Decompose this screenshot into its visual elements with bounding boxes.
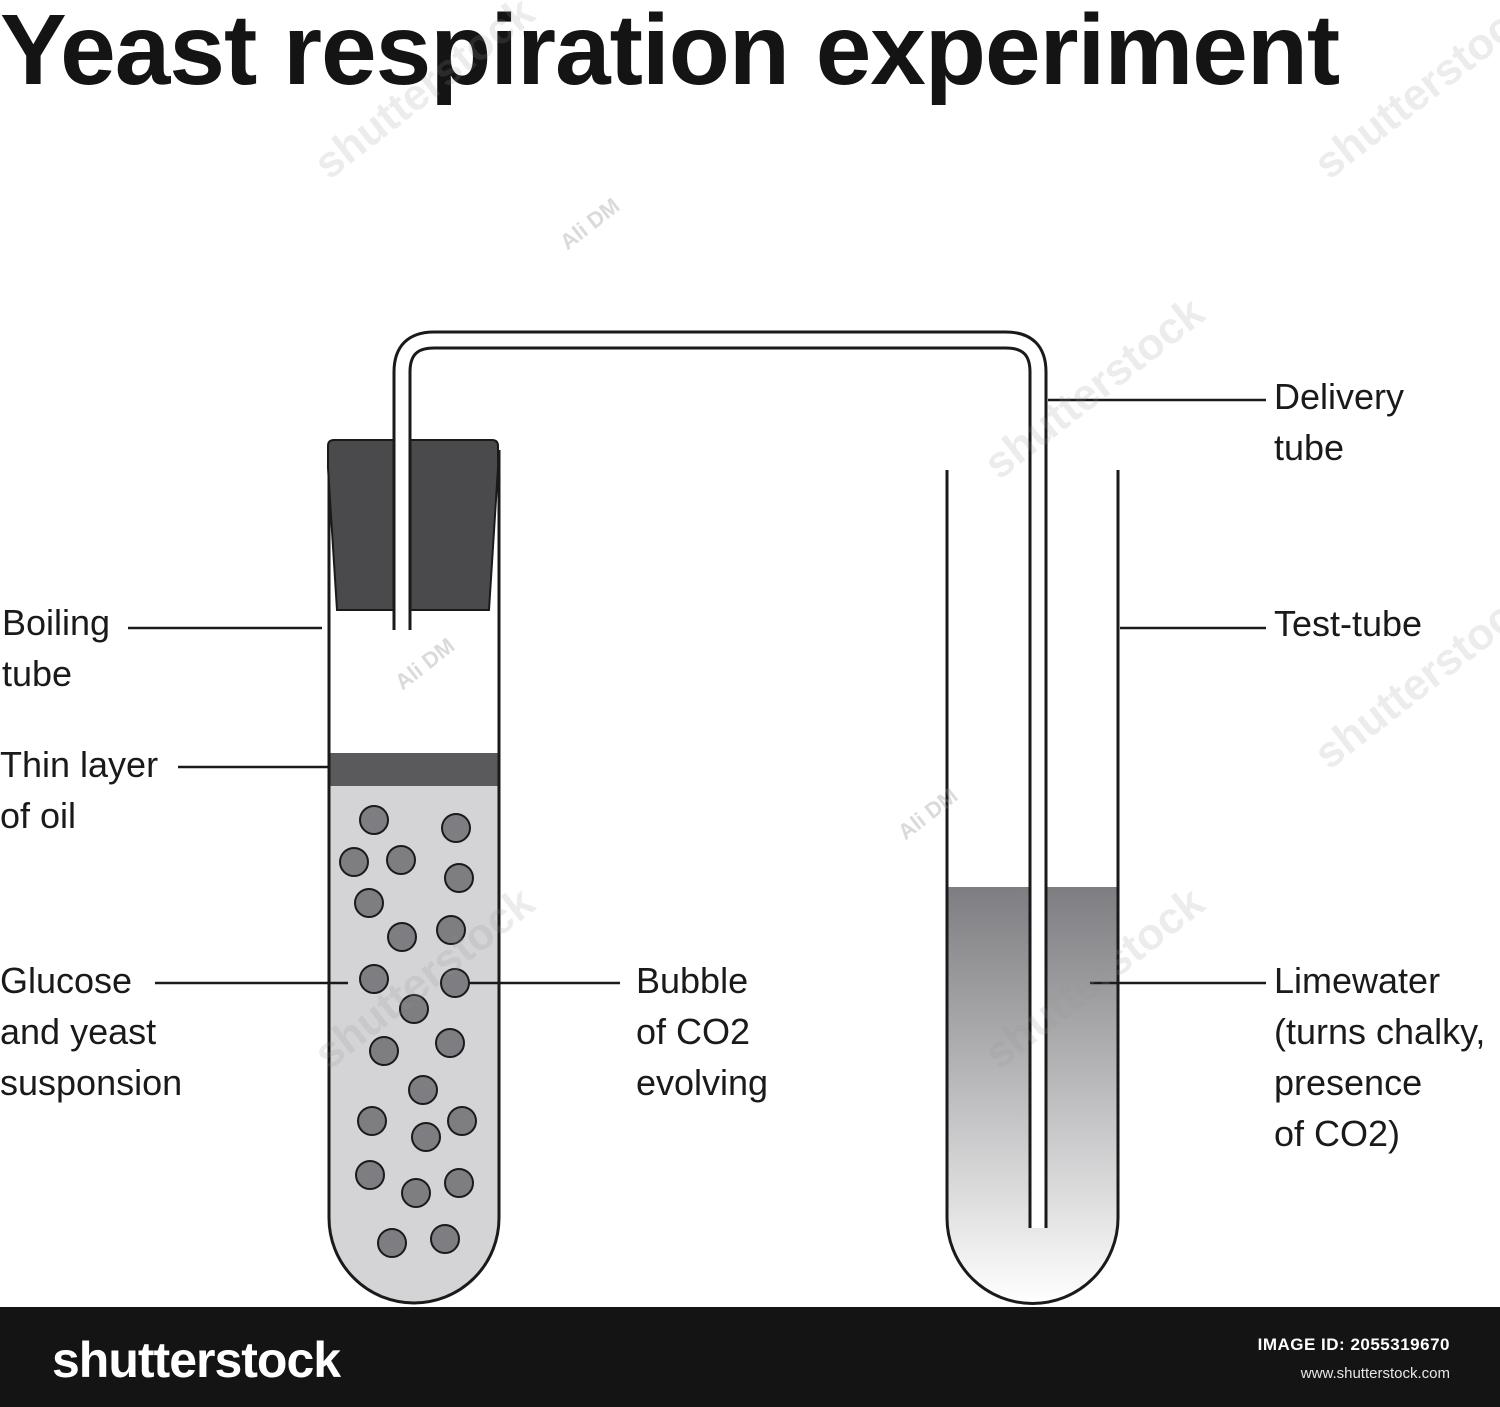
co2-bubble [430,1224,460,1254]
co2-bubble [411,1122,441,1152]
delivery-tube [392,330,1048,1228]
image-id: IMAGE ID: 2055319670 [1257,1335,1450,1354]
co2-bubble [401,1178,431,1208]
co2-bubble [339,847,369,877]
co2-bubble [369,1036,399,1066]
co2-bubble [399,994,429,1024]
co2-bubbles [339,805,477,1258]
co2-bubble [436,915,466,945]
footer-bar: shutterstock IMAGE ID: 2055319670 www.sh… [0,1307,1500,1407]
oil-layer [329,753,499,786]
co2-bubble [387,922,417,952]
co2-bubble [408,1075,438,1105]
diagram-title: Yeast respiration experiment [0,0,1340,106]
footer-logo: shutterstock [52,1332,341,1388]
label-test-tube: Test-tube [1274,603,1423,644]
test-tube-outline [945,470,1120,1305]
co2-bubble [447,1106,477,1136]
co2-bubble [354,888,384,918]
co2-bubble [357,1106,387,1136]
leader-lines [128,398,1266,985]
co2-bubble [355,1160,385,1190]
co2-bubble [441,813,471,843]
co2-bubble [435,1028,465,1058]
boiling-tube-outline [327,450,501,1305]
co2-bubble [444,863,474,893]
apparatus-diagram [128,330,1266,1305]
co2-bubble [359,805,389,835]
co2-bubble [377,1228,407,1258]
rubber-stopper [327,439,499,611]
co2-bubble [444,1168,474,1198]
co2-bubble [359,964,389,994]
co2-bubble [386,845,416,875]
footer-url: www.shutterstock.com [1300,1365,1450,1382]
